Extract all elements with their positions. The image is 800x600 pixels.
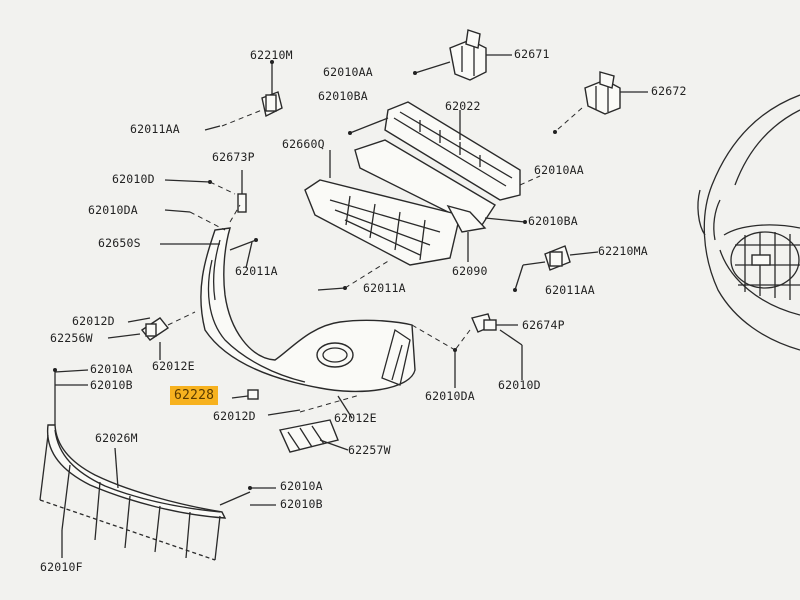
callout-62650S: 62650S: [98, 236, 141, 250]
car-front-view: [697, 94, 800, 351]
callout-62010D-right: 62010D: [498, 378, 541, 392]
callout-62672: 62672: [651, 84, 687, 98]
callout-62011AA-left: 62011AA: [130, 122, 180, 136]
callout-62010BA-top: 62010BA: [318, 89, 368, 103]
callout-62010DA-left: 62010DA: [88, 203, 138, 217]
callout-62010B-left: 62010B: [90, 378, 133, 392]
callout-62010F: 62010F: [40, 560, 83, 574]
callout-62010DA-bottom: 62010DA: [425, 389, 475, 403]
callout-62012E-mid: 62012E: [334, 411, 377, 425]
callout-62011A-b: 62011A: [363, 281, 406, 295]
callout-62210M: 62210M: [250, 48, 293, 62]
callout-62010AA-top: 62010AA: [323, 65, 373, 79]
callout-62012D-mid: 62012D: [213, 409, 256, 423]
callout-62012E-left: 62012E: [152, 359, 195, 373]
part-62210MA: [513, 245, 599, 292]
callout-62210MA: 62210MA: [598, 244, 648, 258]
callout-62010B-bottom: 62010B: [280, 497, 323, 511]
callout-62011AA-right: 62011AA: [545, 283, 595, 297]
part-62671: [413, 29, 512, 81]
callout-62012D-left: 62012D: [72, 314, 115, 328]
leader-line: [204, 125, 221, 131]
callout-62010A-bottom: 62010A: [280, 479, 323, 493]
callout-62010D-left: 62010D: [112, 172, 155, 186]
part-62650S-fascia: [160, 204, 416, 393]
part-62674P: [411, 313, 523, 388]
callout-62011A-a: 62011A: [235, 264, 278, 278]
part-62026M-spoiler: [39, 368, 276, 561]
part-62673P: [164, 170, 247, 213]
part-62256W: [107, 311, 196, 360]
part-62672: [553, 71, 648, 134]
callout-62228-highlighted: 62228: [170, 386, 219, 405]
callout-62256W: 62256W: [50, 331, 93, 345]
callout-62010A-left: 62010A: [90, 362, 133, 376]
part-62022-beam: [348, 101, 541, 201]
callout-62090: 62090: [452, 264, 488, 278]
part-62257W: [231, 389, 361, 453]
callout-62257W: 62257W: [348, 443, 391, 457]
callout-62673P: 62673P: [212, 150, 255, 164]
callout-62660Q: 62660Q: [282, 137, 325, 151]
part-62660Q-absorber: [304, 139, 527, 266]
callout-62674P: 62674P: [522, 318, 565, 332]
callout-62010AA-right: 62010AA: [534, 163, 584, 177]
part-62210M: [261, 60, 283, 118]
callout-62026M: 62026M: [95, 431, 138, 445]
callout-62671: 62671: [514, 47, 550, 61]
callout-62022: 62022: [445, 99, 481, 113]
callout-62010BA-mid: 62010BA: [528, 214, 578, 228]
